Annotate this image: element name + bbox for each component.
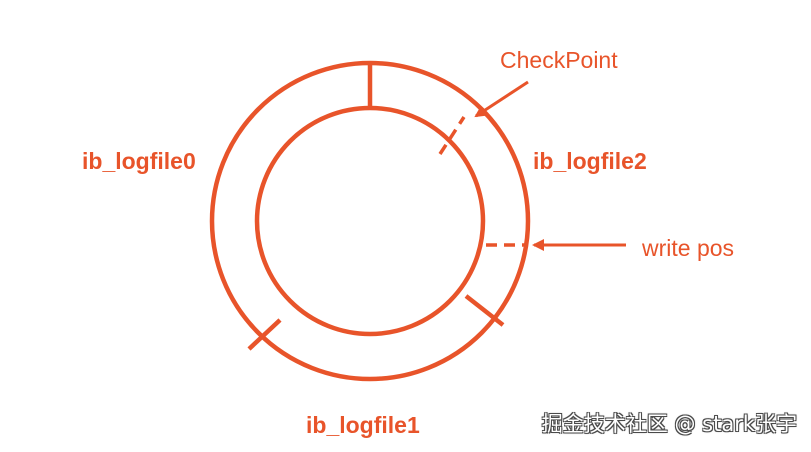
outer-ring bbox=[209, 60, 531, 382]
checkpoint-dashed-marker bbox=[438, 116, 466, 155]
label-ib-logfile0: ib_logfile0 bbox=[82, 148, 196, 174]
divider-bottom-right bbox=[464, 294, 505, 327]
label-checkpoint: CheckPoint bbox=[500, 47, 618, 73]
label-ib-logfile1: ib_logfile1 bbox=[306, 412, 420, 438]
divider-bottom-left bbox=[247, 318, 282, 351]
label-ib-logfile2: ib_logfile2 bbox=[533, 148, 647, 174]
inner-ring bbox=[254, 105, 486, 337]
watermark: 掘金技术社区 @ stark张宇 bbox=[541, 412, 797, 436]
checkpoint-arrow bbox=[474, 80, 529, 118]
label-write-pos: write pos bbox=[642, 235, 735, 261]
